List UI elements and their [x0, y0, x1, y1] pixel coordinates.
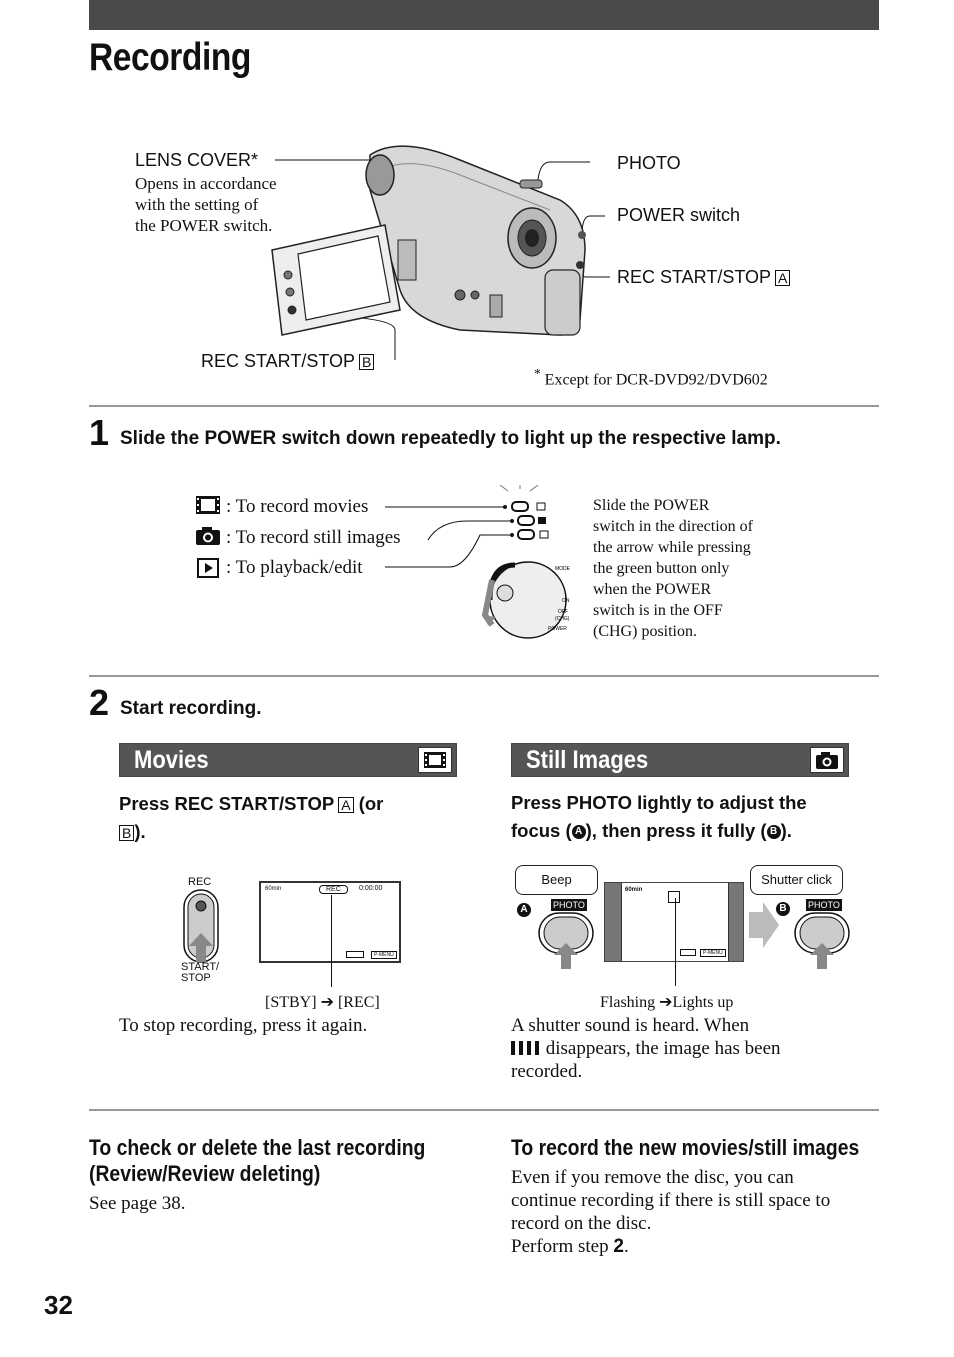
record-new-heading: To record the new movies/still images — [511, 1135, 860, 1160]
still-lcd-screen: 60min P-MENU — [604, 882, 744, 962]
switch-off-text: OFF — [558, 609, 568, 615]
step-2-instruction: Start recording. — [120, 698, 262, 719]
camera-icon — [810, 747, 844, 773]
photo-label: PHOTO — [617, 153, 681, 173]
check-delete-heading: To check or delete the last recording (R… — [89, 1135, 426, 1186]
start-stop-label: START/ STOP — [181, 961, 220, 984]
lens-cover-label: LENS COVER* — [135, 150, 259, 170]
lens-cover-desc-3: the POWER switch. — [135, 216, 273, 235]
mode-movies-text: : To record movies — [226, 496, 369, 517]
shutter-click-bubble: Shutter click — [750, 865, 843, 895]
still-images-tab: Still Images — [511, 743, 849, 777]
screen-button — [680, 949, 696, 956]
rec-button-label: REC — [188, 876, 212, 888]
power-switch-note: Slide the POWER switch in the direction … — [593, 497, 753, 640]
rec-start-stop-button — [183, 889, 219, 963]
page-title: Recording — [89, 36, 251, 79]
shutter-note: A shutter sound is heard. When disappear… — [511, 1015, 781, 1082]
box-letter-a: A — [775, 270, 791, 286]
camera-icon — [196, 527, 220, 545]
flashing-caption: Flashing ➔Lights up — [600, 994, 734, 1011]
power-switch-illustration: MODE ON OFF (CHG) POWER — [385, 485, 571, 639]
circle-letter-a: A — [517, 903, 531, 917]
mode-still-text: : To record still images — [226, 527, 401, 548]
power-switch-label: POWER switch — [617, 205, 741, 225]
recording-bars-icon — [511, 1041, 539, 1055]
divider-step2 — [89, 675, 879, 677]
photo-button-label-b: PHOTO — [806, 899, 842, 911]
mode-playback-text: : To playback/edit — [226, 557, 363, 578]
movies-tab: Movies — [119, 743, 457, 777]
record-new-body: Even if you remove the disc, you can con… — [511, 1167, 831, 1257]
focus-leader-line — [675, 898, 676, 986]
step-2-number: 2 — [89, 682, 110, 723]
rec-indicator: REC — [319, 885, 348, 894]
divider-step1 — [89, 405, 879, 407]
screen-button — [346, 951, 364, 958]
beep-bubble: Beep — [515, 865, 598, 895]
divider-bottom — [89, 1109, 879, 1111]
header-bar — [89, 0, 879, 30]
play-icon — [197, 558, 219, 578]
still-instruction: Press PHOTO lightly to adjust the focus … — [511, 792, 807, 841]
step-1-instruction: Slide the POWER switch down repeatedly t… — [120, 428, 781, 449]
switch-on-text: ON — [562, 598, 570, 604]
movies-lcd-screen: 60min REC 0:00:00 P-MENU — [259, 881, 401, 963]
photo-button-full-press — [794, 912, 850, 969]
still-images-tab-title: Still Images — [526, 746, 649, 774]
photo-button-label-a: PHOTO — [551, 899, 587, 911]
stby-rec-caption: [STBY] ➔ [REC] — [265, 994, 380, 1011]
switch-chg-text: (CHG) — [555, 616, 570, 622]
film-icon — [418, 747, 452, 773]
photo-button-half-press — [538, 912, 594, 969]
box-letter-b: B — [359, 354, 375, 370]
circle-letter-b: B — [776, 902, 790, 916]
step-1-number: 1 — [89, 412, 110, 453]
transition-arrow-icon — [749, 902, 779, 948]
footnote: * Except for DCR-DVD92/DVD602 — [534, 366, 768, 389]
rec-leader-line — [331, 895, 332, 987]
check-delete-body: See page 38. — [89, 1193, 186, 1214]
page-number: 32 — [44, 1290, 73, 1320]
stop-recording-note: To stop recording, press it again. — [119, 1015, 368, 1036]
switch-power-text: POWER — [548, 626, 567, 632]
camcorder-illustration — [271, 145, 610, 360]
switch-mode-text: MODE — [555, 566, 571, 572]
lens-cover-desc-2: with the setting of — [135, 195, 259, 214]
movies-tab-title: Movies — [134, 746, 209, 774]
focus-indicator — [668, 891, 680, 903]
lens-cover-desc-1: Opens in accordance — [135, 174, 277, 193]
film-icon — [196, 496, 220, 514]
